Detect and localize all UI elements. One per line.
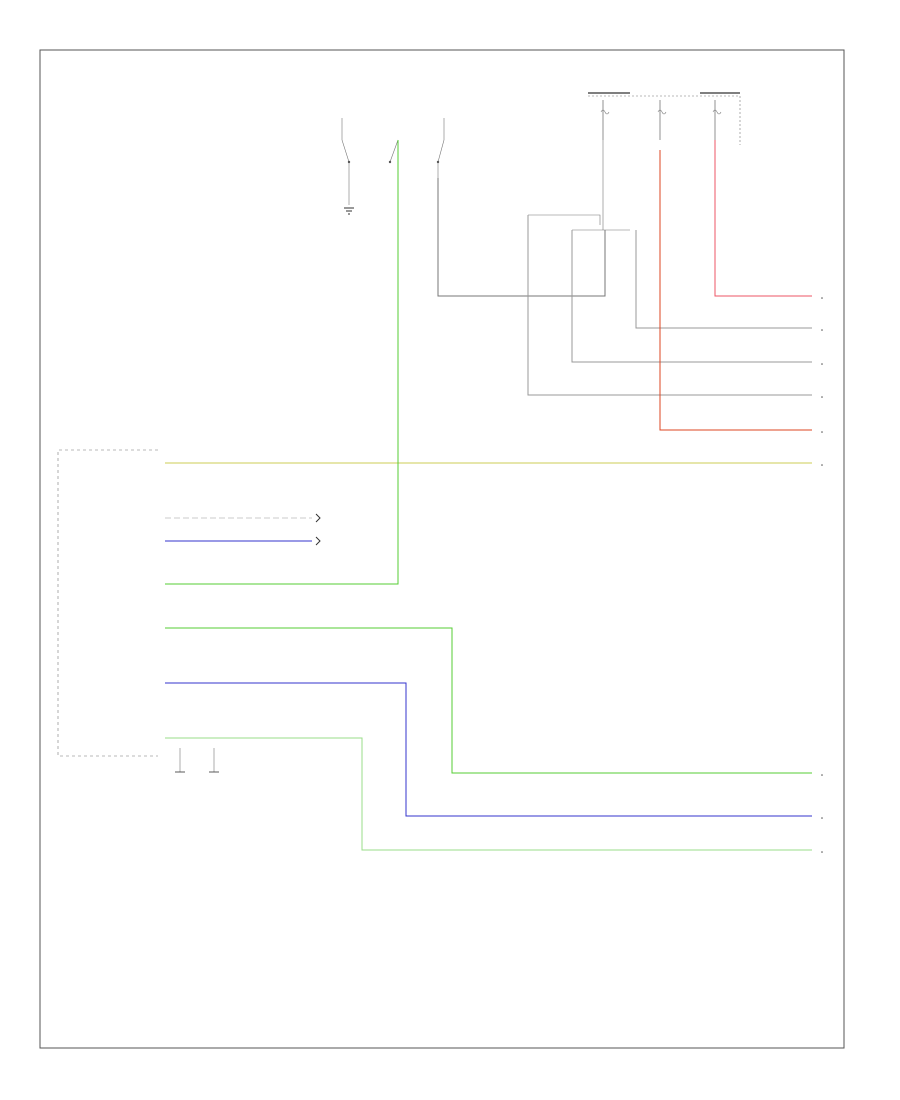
wire-green-1 [165, 627, 812, 774]
wire-green-ignition [165, 140, 399, 585]
wire-pink [714, 140, 812, 297]
ignition-switch-block [341, 118, 445, 215]
terminal-pin [821, 431, 823, 433]
terminal-pin [821, 329, 823, 331]
terminal-pin [821, 363, 823, 365]
wire-gray-1 [635, 230, 812, 329]
page-frame [39, 49, 845, 1049]
terminal-pin [821, 464, 823, 466]
switch-terminal-center [388, 160, 392, 164]
switch-terminal-left [347, 160, 351, 164]
connector-arrow-icon [315, 513, 321, 523]
terminal-pin [821, 297, 823, 299]
wire-gray-loop [437, 178, 606, 297]
fuse-box [588, 92, 741, 145]
junction-outline [528, 214, 601, 225]
ground-icon [209, 748, 219, 773]
fuse-icon [712, 100, 722, 140]
switch-contact-left [341, 118, 350, 205]
switch-terminal-right [436, 160, 440, 164]
switch-contact-center [389, 139, 399, 163]
ground-icon [344, 207, 354, 215]
splice-junction [528, 140, 630, 231]
fuse-icon [657, 100, 667, 140]
terminal-pin [821, 851, 823, 853]
wire-green-2 [165, 737, 812, 851]
terminal-pin [821, 774, 823, 776]
wire-blue-long [165, 682, 812, 817]
wire-gray-3 [527, 215, 812, 396]
terminal-pin [821, 817, 823, 819]
switch-contact-right [437, 118, 445, 178]
connector-arrow-icon [315, 536, 321, 546]
fuse-icon [600, 100, 610, 140]
connector-terminals [821, 297, 823, 853]
wire-red [659, 150, 812, 431]
wire-gray-2 [571, 230, 812, 363]
ground-icon [175, 748, 185, 773]
control-module-outline [57, 449, 158, 757]
terminal-pin [821, 396, 823, 398]
